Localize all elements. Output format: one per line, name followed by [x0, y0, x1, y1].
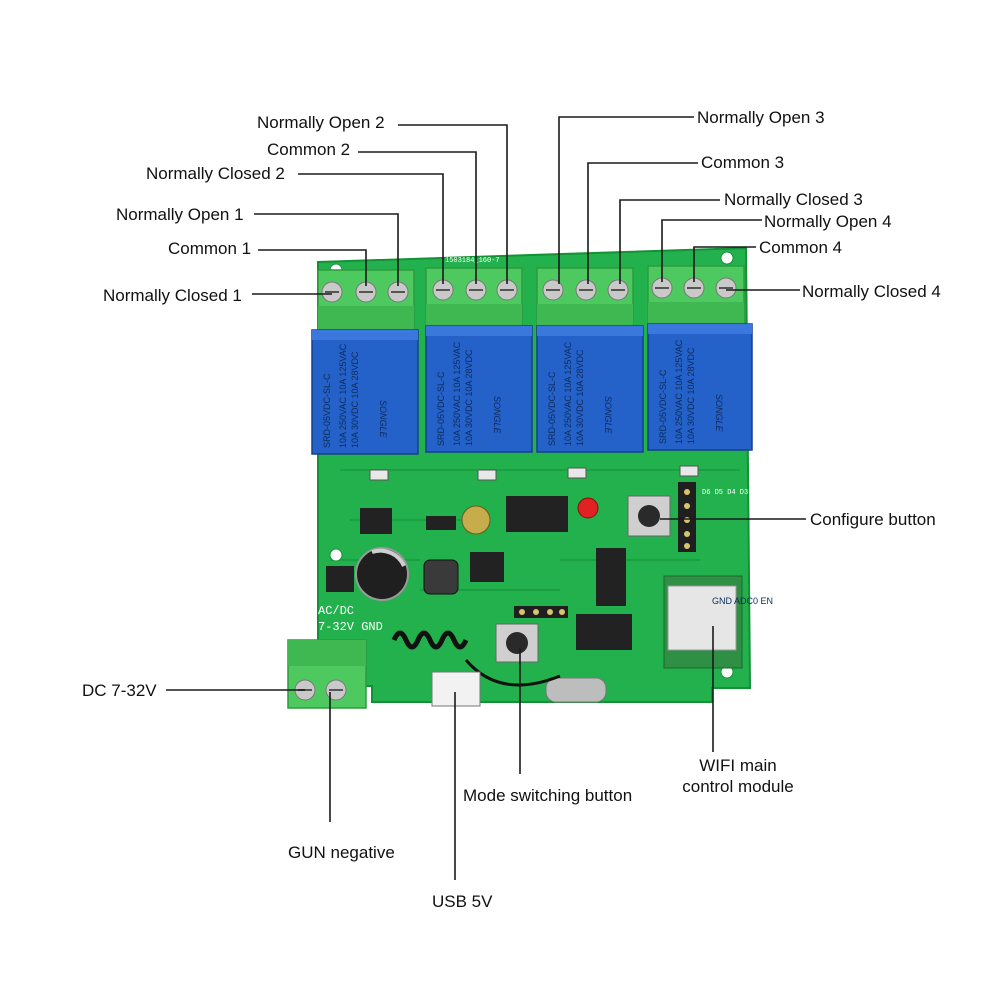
pin-header: [514, 606, 568, 618]
label-normally-closed-1: Normally Closed 1: [103, 286, 242, 305]
relay-4-rating-1: 10A 250VAC 10A 125VAC: [674, 339, 684, 444]
relay-3-rating-1: 10A 250VAC 10A 125VAC: [563, 341, 573, 446]
leader-com1: [258, 249, 367, 286]
power-terminal: [287, 639, 367, 709]
relays: SRD-05VDC-SL-C 10A 250VAC 10A 125VAC 10A…: [311, 323, 753, 455]
label-normally-closed-3: Normally Closed 3: [724, 190, 863, 209]
relay-1-rating-1: 10A 250VAC 10A 125VAC: [338, 343, 348, 448]
relay-3-rating-2: 10A 30VDC 10A 28VDC: [575, 349, 585, 446]
components: D6 D5 D4 D3 GND ADC0 EN AC/DC 7-32V GND: [318, 465, 773, 707]
led-label-row: D6 D5 D4 D3: [702, 489, 748, 497]
relay-icon: [311, 329, 419, 455]
capacitor: [461, 505, 491, 535]
label-normally-open-1: Normally Open 1: [116, 205, 244, 224]
ic-chip: [470, 552, 504, 582]
coil-antenna-icon: [391, 630, 469, 650]
relay-icon: [536, 325, 644, 453]
wifi-module: GND ADC0 EN: [663, 575, 773, 669]
board-silkscreen-header: 1503184_160-7: [445, 257, 500, 265]
label-wifi-line2: control module: [682, 777, 794, 796]
leader-com3: [587, 162, 698, 284]
relay-4: SRD-05VDC-SL-C 10A 250VAC 10A 125VAC 10A…: [647, 323, 753, 451]
leader-no4: [661, 219, 762, 282]
inductor: [423, 559, 459, 595]
ic-chip: [596, 548, 626, 606]
label-common-2: Common 2: [267, 140, 350, 159]
label-normally-closed-2: Normally Closed 2: [146, 164, 285, 183]
label-mode-switching-button: Mode switching button: [463, 786, 632, 805]
leader-lines: [166, 116, 806, 880]
leader-com4: [693, 246, 756, 282]
relay-3-model: SRD-05VDC-SL-C: [547, 371, 557, 446]
ic-chip: [426, 516, 456, 530]
relay-2-model: SRD-05VDC-SL-C: [436, 371, 446, 446]
relay-icon: [425, 325, 533, 453]
leader-nc2: [298, 173, 444, 284]
leader-no1: [254, 213, 399, 286]
relay-1-brand: SONGLE: [378, 400, 388, 439]
label-common-4: Common 4: [759, 238, 842, 257]
terminal-blocks: [317, 265, 745, 333]
relay-1-model: SRD-05VDC-SL-C: [322, 373, 332, 448]
configure-button[interactable]: [627, 495, 671, 537]
mode-switch-button[interactable]: [495, 623, 539, 663]
leader-no2: [398, 124, 508, 284]
relay-4-brand: SONGLE: [714, 394, 724, 433]
wifi-module-text: GND ADC0 EN: [712, 596, 773, 606]
label-dc-input: DC 7-32V: [82, 681, 157, 700]
label-wifi-line1: WIFI main: [699, 756, 776, 775]
leader-no3: [558, 116, 694, 284]
ic-chip: [576, 614, 632, 650]
power-marking-line2: 7-32V GND: [318, 620, 383, 634]
terminal-block-3: [536, 267, 634, 331]
label-normally-open-2: Normally Open 2: [257, 113, 385, 132]
relay-icon: [647, 323, 753, 451]
capacitor: [355, 547, 409, 601]
label-normally-open-4: Normally Open 4: [764, 212, 892, 231]
crystal: [545, 677, 607, 703]
relay-2-rating-2: 10A 30VDC 10A 28VDC: [464, 349, 474, 446]
relay-1-rating-2: 10A 30VDC 10A 28VDC: [350, 351, 360, 448]
ic-chip: [360, 508, 392, 534]
label-gun-negative: GUN negative: [288, 843, 395, 862]
label-configure-button: Configure button: [810, 510, 936, 529]
ic-chip: [326, 566, 354, 592]
usb-connector[interactable]: [431, 671, 481, 707]
smd-led: [567, 467, 587, 479]
label-normally-open-3: Normally Open 3: [697, 108, 825, 127]
label-common-1: Common 1: [168, 239, 251, 258]
leader-nc3: [619, 199, 720, 284]
mount-hole: [329, 548, 343, 562]
relay-2: SRD-05VDC-SL-C 10A 250VAC 10A 125VAC 10A…: [425, 325, 533, 453]
relay-1: SRD-05VDC-SL-C 10A 250VAC 10A 125VAC 10A…: [311, 329, 419, 455]
smd-led: [369, 469, 389, 481]
label-usb: USB 5V: [432, 892, 493, 911]
led-icon: [577, 497, 599, 519]
relay-4-rating-2: 10A 30VDC 10A 28VDC: [686, 347, 696, 444]
relay-4-model: SRD-05VDC-SL-C: [658, 369, 668, 444]
relay-2-rating-1: 10A 250VAC 10A 125VAC: [452, 341, 462, 446]
power-marking-line1: AC/DC: [318, 604, 354, 618]
relay-2-brand: SONGLE: [492, 396, 502, 435]
relay-3-brand: SONGLE: [603, 396, 613, 435]
label-normally-closed-4: Normally Closed 4: [802, 282, 941, 301]
relay-3: SRD-05VDC-SL-C 10A 250VAC 10A 125VAC 10A…: [536, 325, 644, 453]
ic-chip: [506, 496, 568, 532]
smd-led: [679, 465, 699, 477]
label-common-3: Common 3: [701, 153, 784, 172]
mount-hole: [720, 251, 734, 265]
labels: Normally Open 2 Common 2 Normally Closed…: [82, 108, 941, 911]
leader-com2: [358, 151, 477, 284]
smd-led: [477, 469, 497, 481]
